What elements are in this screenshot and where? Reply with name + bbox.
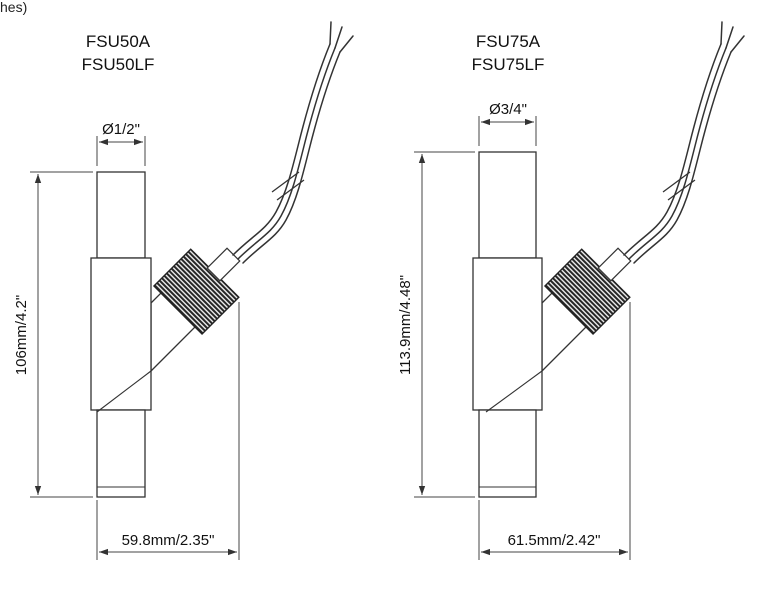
wire-end [720,21,723,45]
corner-note-text: hes) [0,0,28,15]
width-dimension: 61.5mm/2.42" [478,302,631,560]
model-name-secondary: FSU50LF [82,55,155,74]
inlet-pipe [478,151,537,259]
valve-body [90,171,152,498]
width-label: 61.5mm/2.42" [508,532,601,549]
body-mid-section [90,257,152,411]
sensor-cable [232,21,354,264]
wire-end [339,35,354,53]
diameter-dimension: Ø1/2" [96,121,146,166]
outlet-pipe [478,409,537,498]
outlet-pipe [96,409,146,498]
cable-break-mark [271,171,305,201]
width-label: 59.8mm/2.35" [122,532,215,549]
wire-end [730,35,745,53]
drawing-unit-fsu75: FSU75A FSU75LF [397,21,745,560]
body-seam-line [96,370,152,413]
diameter-label: Ø1/2" [102,121,140,138]
body-mid-section [472,257,543,411]
drawing-unit-fsu50: FSU50A FSU50LF [13,21,354,560]
model-name-primary: FSU75A [476,32,541,51]
inlet-pipe [96,171,146,259]
body-seam-line [485,370,543,413]
model-name-secondary: FSU75LF [472,55,545,74]
sensor-cable [623,21,745,264]
wire-end [329,21,332,45]
valve-body [472,151,543,498]
height-dimension: 106mm/4.2" [13,171,93,498]
diameter-dimension: Ø3/4" [478,101,537,146]
width-dimension: 59.8mm/2.35" [96,302,240,560]
model-name-primary: FSU50A [86,32,151,51]
height-label: 113.9mm/4.48" [397,275,414,375]
height-dimension: 113.9mm/4.48" [397,151,475,498]
height-label: 106mm/4.2" [13,295,30,375]
sensor-assembly [543,21,745,336]
cable-break-mark [662,171,696,201]
diameter-label: Ø3/4" [489,101,527,118]
wire-end [725,26,734,49]
sensor-assembly [152,21,354,336]
wire-end [334,26,343,49]
